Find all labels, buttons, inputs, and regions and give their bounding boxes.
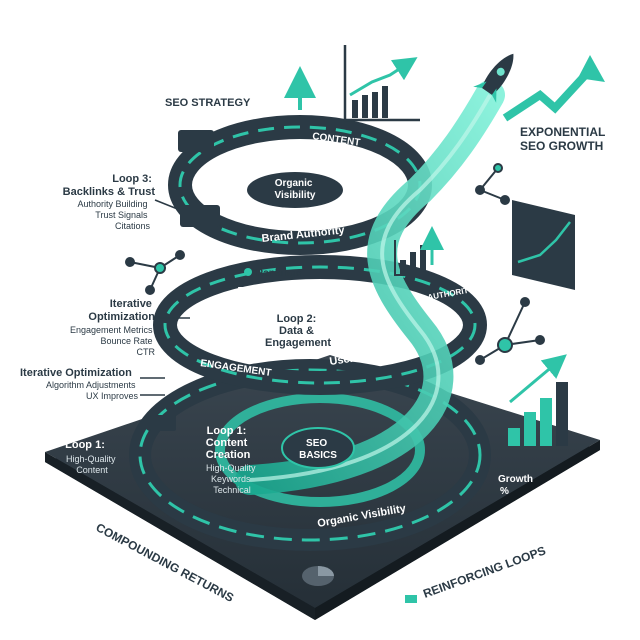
organic-visibility-top-label: Organic Visibility xyxy=(275,178,316,201)
reinforcing-loops-label: REINFORCING LOOPS xyxy=(421,543,547,600)
line-chart-icon xyxy=(284,45,420,122)
loop1-title: Loop 1: Content Creation xyxy=(206,425,251,461)
rankings-label: Rankings xyxy=(256,268,301,279)
rankings-dot xyxy=(244,268,252,276)
bar-chart-icon xyxy=(394,226,444,276)
seo-basics-badge xyxy=(281,427,355,469)
iterative-opt-2-items: Algorithm Adjustments UX Improves xyxy=(46,380,139,401)
loop3-title: Loop 3: Backlinks & Trust xyxy=(63,173,156,198)
loop1-left-items: High-Quality Content xyxy=(66,454,118,475)
reinforcing-loops-swatch xyxy=(405,595,417,603)
loop1-ring xyxy=(129,359,491,551)
iterative-opt-1-title: Iterative Optimization xyxy=(88,298,155,323)
server-block xyxy=(150,130,220,431)
iterative-opt-1-items: Engagement Metrics Bounce Rate CTR xyxy=(70,325,156,357)
loop1-items: High-Quality Keywords Technical xyxy=(206,463,258,495)
growth-label: Growth xyxy=(498,474,533,485)
rocket-icon xyxy=(473,53,514,103)
line-chart-icon xyxy=(512,200,575,290)
loop2-title: Loop 2: Data & Engagement xyxy=(265,313,331,349)
loop1-left-title: Loop 1: xyxy=(65,439,105,451)
loop2-ring xyxy=(153,255,487,395)
bar-chart-icon xyxy=(508,354,568,446)
pie-chart-icon xyxy=(302,566,334,586)
growth-arrow xyxy=(235,80,505,495)
seo-basics-label: SEO BASICS xyxy=(299,438,337,461)
arrow-up-icon xyxy=(502,55,605,122)
organic-visibility-badge xyxy=(247,172,343,208)
loop3-items: Authority Building Trust Signals Citatio… xyxy=(77,199,150,231)
iterative-opt-2-title: Iterative Optimization xyxy=(20,367,132,379)
network-node-icon xyxy=(125,163,545,365)
percent-label: % xyxy=(500,486,509,497)
seo-strategy-label: SEO STRATEGY xyxy=(165,97,251,109)
exponential-growth-title: EXPONENTIAL SEO GROWTH xyxy=(520,125,608,153)
traffic-label: TRAFFIC xyxy=(238,286,281,297)
